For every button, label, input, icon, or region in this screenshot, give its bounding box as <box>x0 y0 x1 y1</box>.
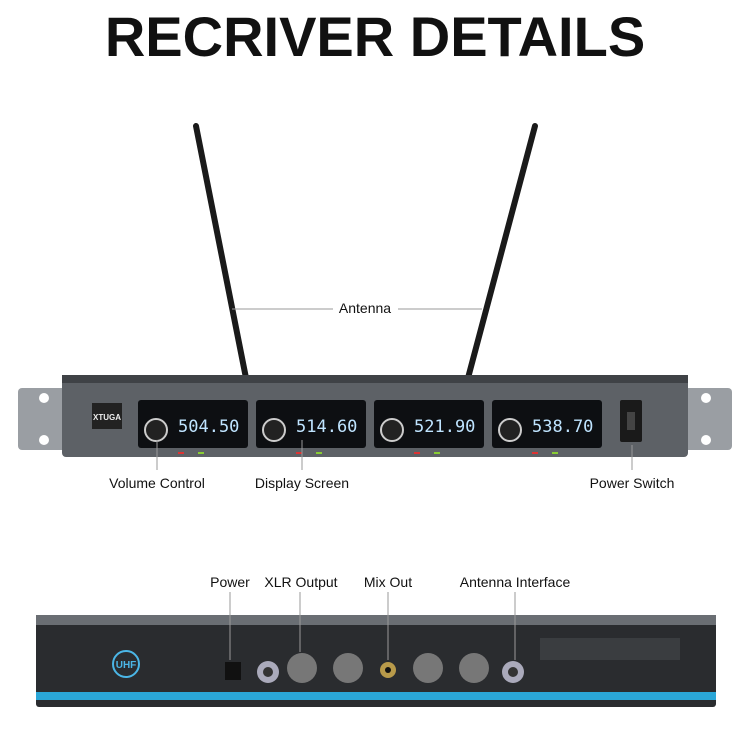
uhf-logo: UHF <box>116 660 137 671</box>
frequency-readout: 521.90 <box>414 417 475 437</box>
front-panel: XTUGA 504.50 514.60 521.90 538.70 <box>18 375 732 457</box>
frequency-readout: 504.50 <box>178 417 239 437</box>
left-antenna <box>193 123 249 381</box>
volume-control-label: Volume Control <box>109 475 205 491</box>
xlr-output-2[interactable] <box>333 653 363 683</box>
volume-knob[interactable] <box>262 418 286 442</box>
brand-logo: XTUGA <box>93 413 121 422</box>
antenna-label: Antenna <box>338 300 392 316</box>
right-antenna <box>465 123 538 381</box>
frequency-readout: 514.60 <box>296 417 357 437</box>
volume-knob[interactable] <box>380 418 404 442</box>
volume-knob[interactable] <box>144 418 168 442</box>
page-title: RECRIVER DETAILS <box>104 5 646 68</box>
volume-knob[interactable] <box>498 418 522 442</box>
antenna-interface-label: Antenna Interface <box>459 574 571 590</box>
mix-out-label: Mix Out <box>363 574 413 590</box>
power-switch-label: Power Switch <box>589 475 675 491</box>
power-label: Power <box>210 574 250 590</box>
back-panel: UHF <box>36 615 716 707</box>
display-screen-label: Display Screen <box>254 475 350 491</box>
xlr-output-4[interactable] <box>459 653 489 683</box>
xlr-output-label: XLR Output <box>264 574 338 590</box>
xlr-output-3[interactable] <box>413 653 443 683</box>
frequency-readout: 538.70 <box>532 417 593 437</box>
power-jack[interactable] <box>225 662 241 680</box>
xlr-output-1[interactable] <box>287 653 317 683</box>
